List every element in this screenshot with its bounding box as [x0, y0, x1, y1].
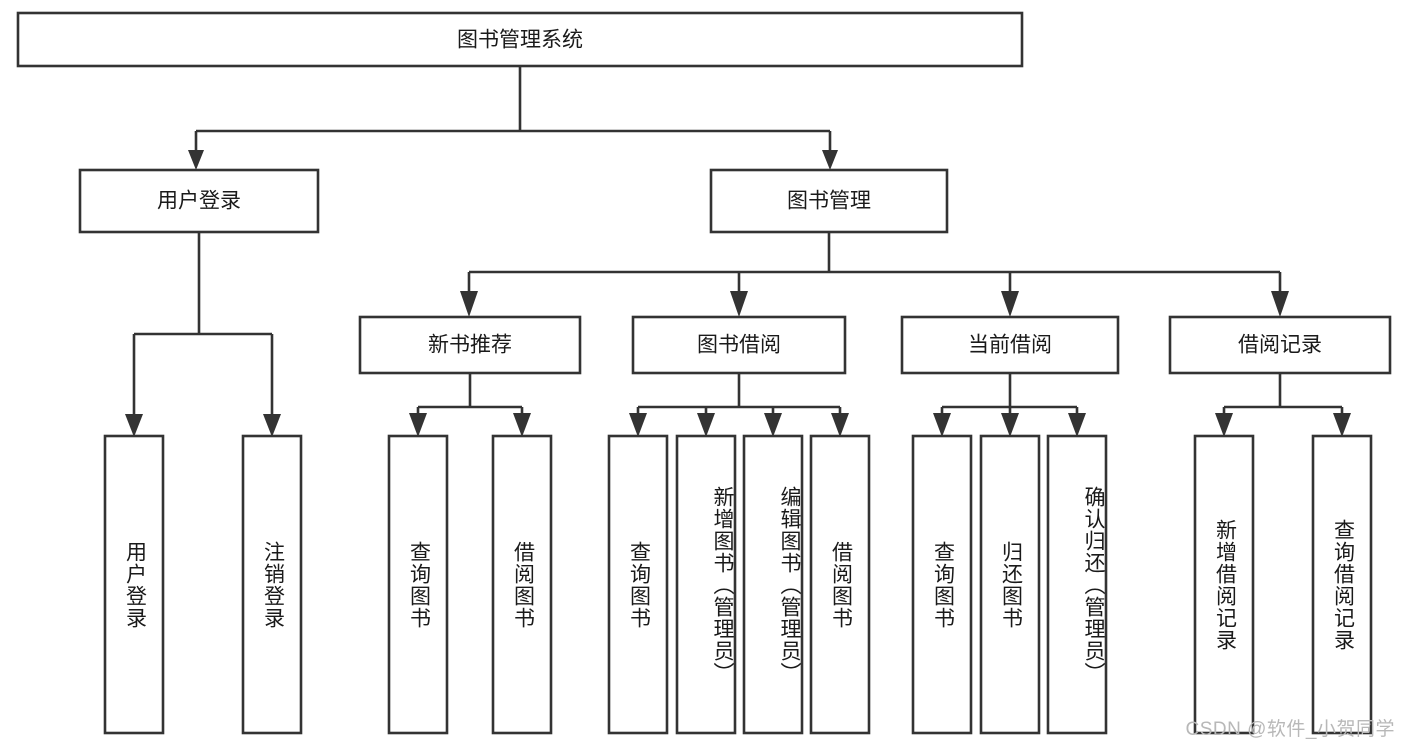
leaf-box-current-borrow-1[interactable] — [911, 434, 973, 735]
leaf-box-borrow-record-2[interactable] — [1311, 434, 1373, 735]
leaf-box-new-book-1[interactable] — [387, 434, 449, 735]
leaf-box-current-borrow-2[interactable] — [979, 434, 1041, 735]
arrow-current-leaf-2 — [1001, 413, 1019, 437]
arrow-bookmgmt-to-record — [1271, 291, 1289, 317]
leaf-box-user-login-1[interactable] — [103, 434, 165, 735]
node-book-borrow-box — [631, 315, 847, 375]
node-borrow-record-label: 借阅记录 — [1238, 334, 1322, 357]
arrow-userlogin-leaf-1 — [125, 414, 143, 437]
node-new-book-recommend[interactable]: 新书推荐 — [358, 315, 582, 375]
arrow-borrow-leaf-1 — [629, 413, 647, 437]
arrow-record-leaf-1 — [1215, 413, 1233, 437]
arrow-newbook-leaf-1 — [409, 413, 427, 437]
arrow-bookmgmt-to-current — [1001, 291, 1019, 317]
leaf-box-borrow-record-1[interactable] — [1193, 434, 1255, 735]
arrow-current-leaf-3 — [1068, 413, 1086, 437]
arrow-userlogin-leaf-2 — [263, 414, 281, 437]
arrow-root-to-login — [188, 150, 204, 170]
leaf-box-new-book-2[interactable] — [491, 434, 553, 735]
arrow-borrow-leaf-3 — [764, 413, 782, 437]
arrow-current-leaf-1 — [933, 413, 951, 437]
node-root-system[interactable]: 图书管理系统 — [16, 11, 1024, 68]
leaf-box-book-borrow-1[interactable] — [607, 434, 669, 735]
node-new-book-recommend-label: 新书推荐 — [428, 334, 512, 357]
node-root-system-label: 图书管理系统 — [457, 29, 583, 52]
arrow-borrow-leaf-4 — [831, 413, 849, 437]
node-current-borrow[interactable]: 当前借阅 — [900, 315, 1120, 375]
node-current-borrow-box — [900, 315, 1120, 375]
node-root-system-box — [16, 11, 1024, 68]
leaf-box-book-borrow-4[interactable] — [809, 434, 871, 735]
node-book-management-box — [709, 168, 949, 234]
arrow-record-leaf-2 — [1333, 413, 1351, 437]
node-new-book-recommend-box — [358, 315, 582, 375]
watermark-text: CSDN @软件_小贺同学 — [1185, 719, 1395, 740]
node-book-borrow-label: 图书借阅 — [697, 334, 781, 357]
node-user-login[interactable]: 用户登录 — [78, 168, 320, 234]
node-user-login-label: 用户登录 — [157, 190, 241, 213]
arrow-newbook-leaf-2 — [513, 413, 531, 437]
arrow-bookmgmt-to-newbook — [460, 291, 478, 317]
leaf-box-current-borrow-3[interactable] — [1046, 434, 1108, 735]
node-book-management-label: 图书管理 — [787, 190, 871, 213]
leaf-box-user-login-2[interactable] — [241, 434, 303, 735]
leaf-box-book-borrow-2[interactable] — [675, 434, 737, 735]
arrow-borrow-leaf-2 — [697, 413, 715, 437]
node-borrow-record[interactable]: 借阅记录 — [1168, 315, 1392, 375]
node-book-borrow[interactable]: 图书借阅 — [631, 315, 847, 375]
arrow-bookmgmt-to-borrow — [730, 291, 748, 317]
node-current-borrow-label: 当前借阅 — [968, 334, 1052, 357]
node-borrow-record-box — [1168, 315, 1392, 375]
leaf-box-book-borrow-3[interactable] — [742, 434, 804, 735]
arrow-root-to-bookmgmt — [822, 150, 838, 170]
node-book-management[interactable]: 图书管理 — [709, 168, 949, 234]
